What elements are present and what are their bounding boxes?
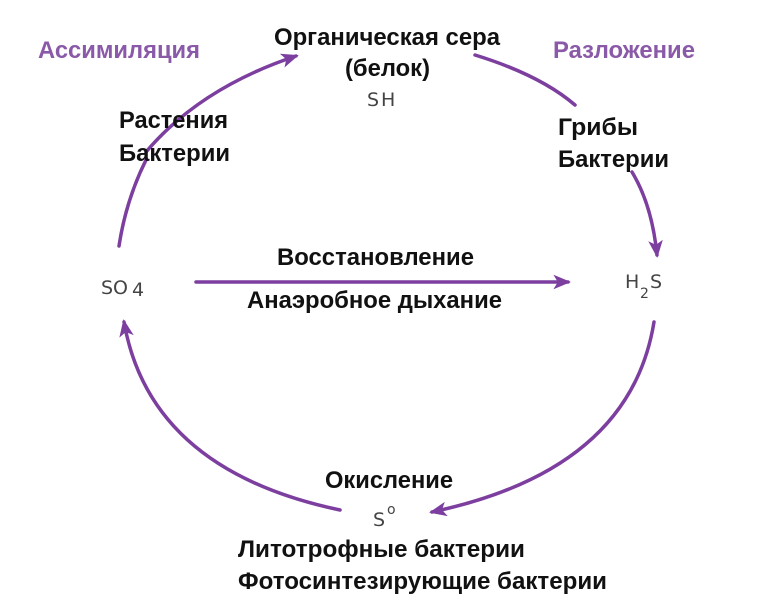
process-anaerobic: Анаэробное дыхание (247, 287, 502, 314)
process-reduction: Восстановление (277, 244, 474, 271)
process-assimilation: Ассимиляция (38, 37, 200, 64)
organism-bacteria-right: Бактерии (558, 146, 669, 173)
organism-photosynthetic: Фотосинтезирующие бактерии (238, 568, 607, 595)
organism-plants: Растения (119, 107, 228, 134)
organism-fungi: Грибы (558, 114, 638, 141)
svg-text:S: S (373, 509, 385, 531)
svg-text:SO: SO (101, 277, 128, 299)
organism-lithotrophs: Литотрофные бактерии (238, 536, 525, 563)
arrow-organic-to-h2s (473, 53, 577, 107)
arrow-so4-to-organic (144, 53, 299, 154)
formula-so4: SO 4 (101, 277, 144, 301)
svg-text:4: 4 (132, 279, 144, 301)
svg-text:S: S (650, 271, 662, 293)
formula-sh: SH (367, 89, 397, 111)
organic-sulfur-label: Органическая сера (274, 24, 501, 51)
arrow-h2s-to-sulfur (429, 320, 656, 517)
svg-text:2: 2 (640, 286, 649, 302)
organic-sulfur-protein: (белок) (345, 55, 430, 82)
arrow-sulfur-to-so4 (119, 319, 342, 512)
formula-s0: S o (373, 502, 396, 531)
arrow-so4-to-organic-lower (117, 158, 148, 248)
arrow-organic-to-h2s-lower (630, 170, 663, 258)
process-decomposition: Разложение (553, 37, 695, 64)
svg-text:o: o (387, 502, 396, 518)
organism-bacteria-left: Бактерии (119, 140, 230, 167)
process-oxidation: Окисление (325, 467, 453, 494)
svg-text:H: H (625, 271, 639, 293)
formula-h2s: H 2 S (625, 271, 662, 302)
